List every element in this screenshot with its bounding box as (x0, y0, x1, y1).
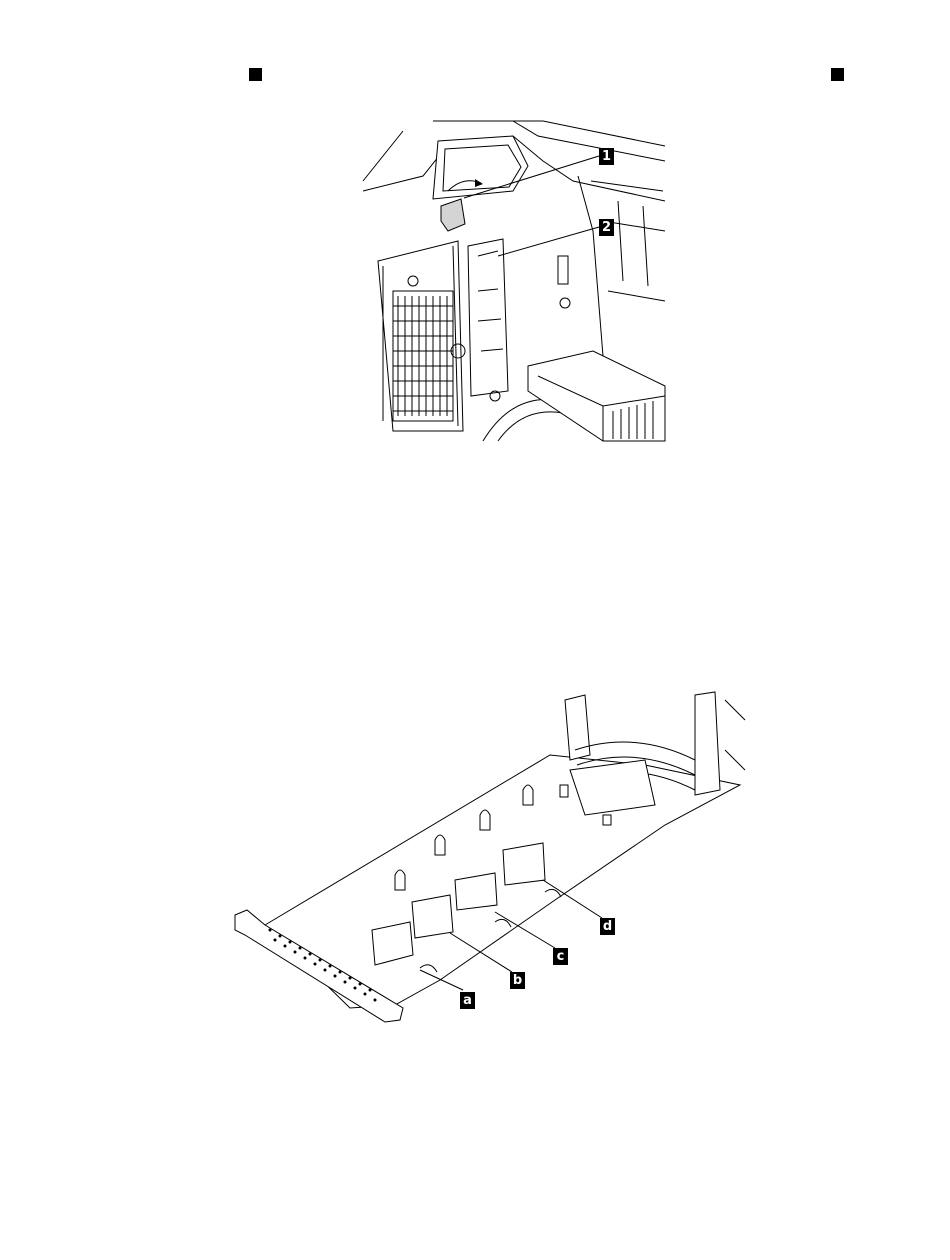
m2-adapter-illustration (225, 690, 745, 1025)
page-marker-right (831, 68, 844, 81)
callout-1: 1 (599, 148, 614, 165)
page-marker-left (249, 68, 262, 81)
figure-m2-adapter: a b c d (225, 690, 745, 1025)
callout-b: b (510, 972, 525, 989)
callout-d: d (600, 918, 615, 935)
callout-c: c (553, 948, 568, 965)
callout-a: a (460, 992, 475, 1009)
callout-2: 2 (599, 219, 614, 236)
figure-riser-latch: 1 2 (363, 121, 665, 441)
riser-latch-illustration (363, 121, 665, 441)
